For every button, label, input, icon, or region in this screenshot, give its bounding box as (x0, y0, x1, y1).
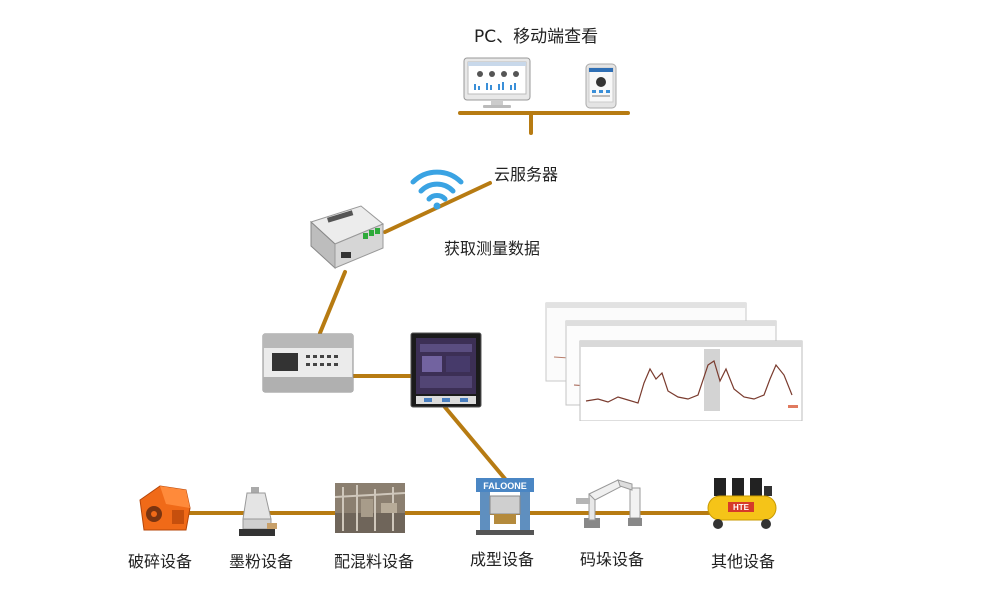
crushing-equipment-label: 破碎设备 (128, 552, 193, 571)
forming-equipment-label: 成型设备 (470, 550, 535, 569)
other-equipment-label: 其他设备 (711, 552, 776, 571)
toner-equipment-label: 墨粉设备 (229, 552, 294, 571)
tablet-icon (585, 63, 617, 113)
crusher-icon (136, 480, 194, 540)
hmi-press-line (442, 404, 508, 482)
press-brand-text: FALOONE (483, 481, 527, 491)
hmi-icon (410, 332, 482, 412)
trend-chart-icon (544, 297, 806, 425)
palletizing-equipment-label: 码垛设备 (580, 550, 645, 569)
robot-arm-icon (574, 474, 650, 534)
mixing-plant-icon (334, 483, 406, 537)
monitor-icon (463, 57, 531, 113)
press-icon: FALOONE (474, 476, 536, 540)
compressor-icon: HTE (706, 476, 778, 534)
wifi-icon (409, 166, 465, 214)
gateway-plc-line (318, 270, 347, 335)
pc-mobile-label: PC、移动端查看 (474, 27, 599, 47)
mixing-equipment-label: 配混料设备 (334, 552, 415, 571)
acquire-data-label: 获取测量数据 (444, 239, 541, 258)
compressor-brand-text: HTE (733, 503, 750, 512)
plc-icon (262, 333, 354, 399)
gateway-icon (305, 200, 387, 276)
cloud-server-label: 云服务器 (494, 165, 559, 184)
mill-icon (237, 487, 279, 541)
